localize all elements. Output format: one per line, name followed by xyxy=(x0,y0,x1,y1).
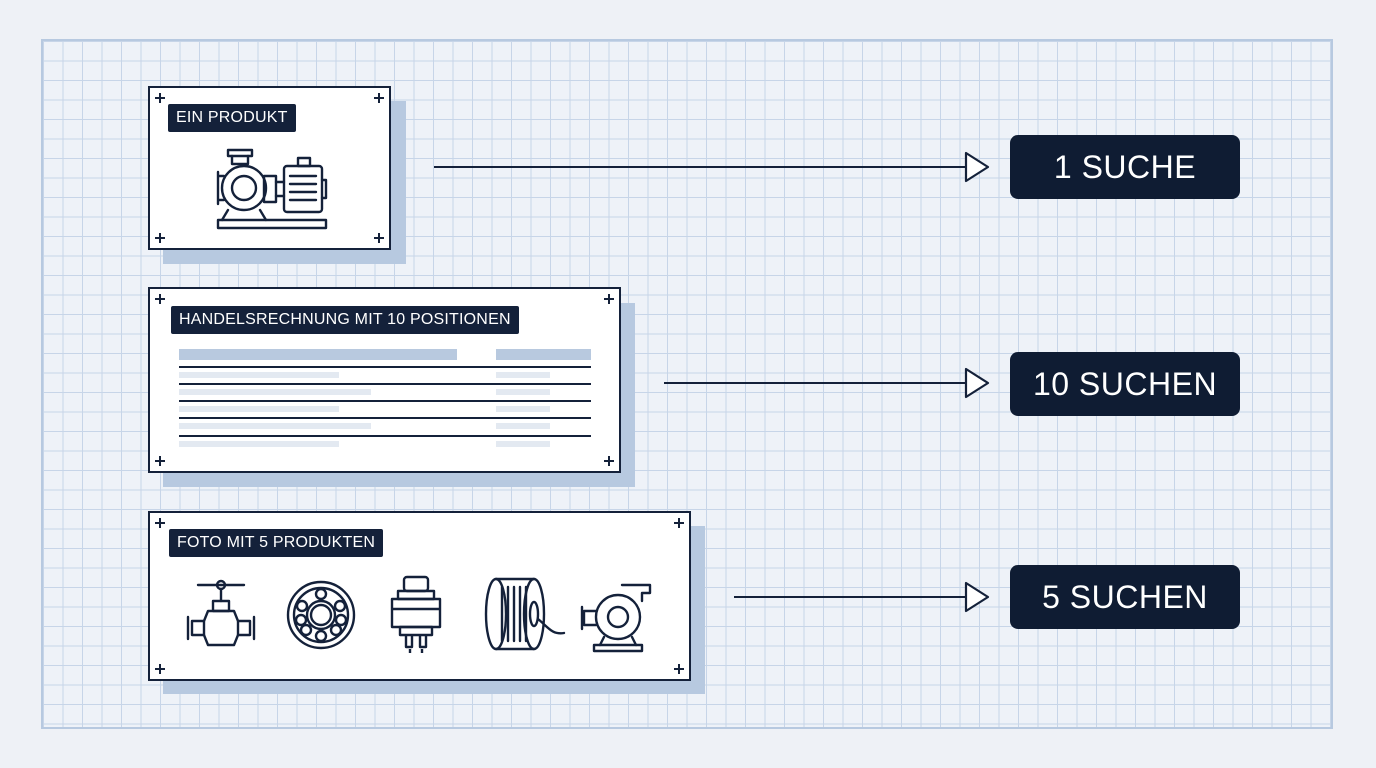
valve-icon xyxy=(186,579,256,647)
corner-plus-icon xyxy=(155,93,165,103)
corner-plus-icon xyxy=(604,294,614,304)
pump-icon xyxy=(580,583,652,653)
corner-plus-icon xyxy=(374,233,384,243)
arrow-connector xyxy=(434,151,990,183)
ball-bearing-icon xyxy=(286,580,356,650)
card-single-product: EIN PRODUKT xyxy=(148,86,391,250)
card-tag: HANDELSRECHNUNG MIT 10 POSITIONEN xyxy=(171,306,519,334)
card-invoice: HANDELSRECHNUNG MIT 10 POSITIONEN xyxy=(148,287,621,473)
corner-plus-icon xyxy=(155,233,165,243)
card-tag: EIN PRODUKT xyxy=(168,104,296,132)
corner-plus-icon xyxy=(674,664,684,674)
corner-plus-icon xyxy=(604,456,614,466)
card-tag: FOTO MIT 5 PRODUKTEN xyxy=(169,529,384,557)
corner-plus-icon xyxy=(155,664,165,674)
arrow-connector xyxy=(664,367,990,399)
centrifugal-pump-motor-icon xyxy=(216,148,328,230)
corner-plus-icon xyxy=(374,93,384,103)
corner-plus-icon xyxy=(155,294,165,304)
card-photo-products: FOTO MIT 5 PRODUKTEN xyxy=(148,511,691,681)
result-badge: 5 SUCHEN xyxy=(1010,565,1240,629)
result-badge: 10 SUCHEN xyxy=(1010,352,1240,416)
result-badge: 1 SUCHE xyxy=(1010,135,1240,199)
corner-plus-icon xyxy=(155,518,165,528)
corner-plus-icon xyxy=(674,518,684,528)
corner-plus-icon xyxy=(155,456,165,466)
cable-spool-icon xyxy=(484,577,566,651)
invoice-table-icon xyxy=(179,349,591,447)
arrow-connector xyxy=(734,581,990,613)
push-button-switch-icon xyxy=(390,575,442,653)
